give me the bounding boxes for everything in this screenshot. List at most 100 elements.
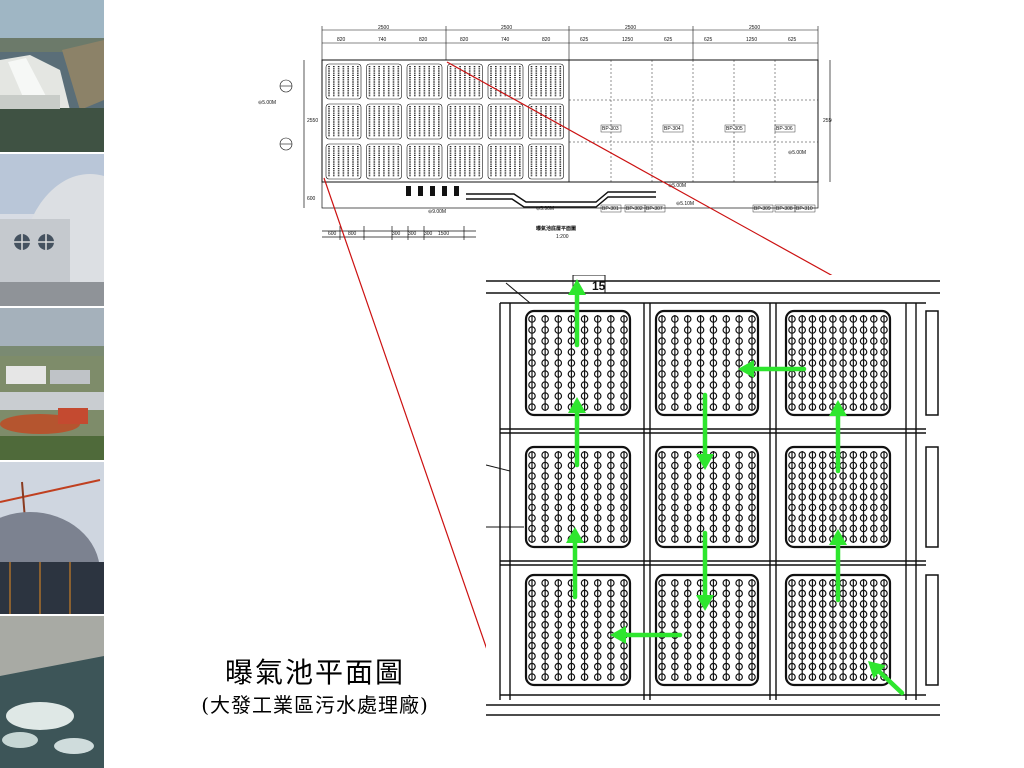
diffuser-head bbox=[808, 641, 817, 650]
diffuser-head bbox=[859, 610, 868, 619]
diffuser-head bbox=[683, 370, 692, 378]
diffuser-head bbox=[735, 503, 743, 512]
diffuser-head bbox=[709, 482, 718, 491]
diffuser-head bbox=[620, 451, 628, 459]
pump-symbol bbox=[430, 186, 435, 196]
diffuser-head bbox=[541, 589, 549, 598]
diffuser-head bbox=[869, 348, 878, 356]
diffuser-head bbox=[683, 514, 692, 522]
diffuser-head bbox=[808, 503, 817, 512]
diffuser-head bbox=[671, 392, 679, 400]
diffuser-head bbox=[593, 503, 602, 512]
diffuser-head bbox=[735, 631, 743, 640]
diffuser-head bbox=[593, 315, 602, 323]
diffuser-head bbox=[709, 631, 718, 640]
diffuser-head bbox=[880, 381, 888, 389]
diffuser-head bbox=[869, 403, 878, 411]
diffuser-head bbox=[709, 662, 718, 671]
diffuser-head bbox=[880, 600, 888, 608]
diffuser-head bbox=[709, 579, 718, 587]
diffuser-head bbox=[829, 631, 837, 640]
diffuser-head bbox=[709, 589, 718, 598]
diffuser-head bbox=[658, 461, 666, 470]
diffuser-head bbox=[839, 662, 847, 671]
diffuser-head bbox=[788, 337, 796, 345]
diffuser-grid bbox=[366, 103, 402, 140]
diffuser-head bbox=[567, 315, 576, 323]
diffuser-head bbox=[859, 579, 868, 587]
diffuser-head bbox=[869, 359, 878, 367]
diffuser-head bbox=[849, 652, 858, 660]
diffuser-head bbox=[541, 451, 549, 459]
diffuser-head bbox=[849, 370, 858, 378]
bottom-dimension-label: 800 bbox=[348, 231, 357, 237]
diffuser-head bbox=[869, 392, 878, 400]
diffuser-head bbox=[839, 631, 847, 640]
diffuser-head bbox=[683, 381, 692, 389]
diffuser-head bbox=[880, 620, 888, 629]
diffuser-head bbox=[818, 461, 827, 470]
diffuser-head bbox=[808, 579, 817, 587]
diffuser-head bbox=[554, 403, 563, 411]
diffuser-head bbox=[709, 392, 718, 400]
blower-pipe-label: BP-306 bbox=[776, 126, 793, 132]
diffuser-head bbox=[735, 673, 743, 681]
diffuser-head bbox=[849, 493, 858, 501]
diffuser-head bbox=[869, 493, 878, 501]
diffuser-head bbox=[671, 493, 679, 501]
diffuser-head bbox=[671, 326, 679, 334]
diffuser-head bbox=[683, 610, 692, 619]
diffuser-head bbox=[709, 493, 718, 501]
elevation-label: ⊖9.00M bbox=[428, 209, 446, 215]
diffuser-head bbox=[528, 461, 536, 470]
diffuser-head bbox=[880, 631, 888, 640]
diffuser-head bbox=[818, 600, 827, 608]
diffuser-head bbox=[567, 652, 576, 660]
diffuser-head bbox=[722, 620, 731, 629]
diffuser-head bbox=[859, 662, 868, 671]
diffuser-head bbox=[859, 524, 868, 533]
diffuser-head bbox=[607, 472, 615, 480]
diffuser-head bbox=[541, 315, 549, 323]
diffuser-head bbox=[849, 579, 858, 587]
diffuser-head bbox=[722, 652, 731, 660]
diffuser-head bbox=[541, 493, 549, 501]
diffuser-head bbox=[748, 662, 756, 671]
diffuser-head bbox=[593, 579, 602, 587]
blower-pipe-label: BP-302 bbox=[626, 206, 643, 212]
diffuser-head bbox=[798, 673, 807, 681]
diffuser-head bbox=[808, 461, 817, 470]
diffuser-head bbox=[748, 579, 756, 587]
diffuser-head bbox=[658, 451, 666, 459]
diffuser-head bbox=[808, 451, 817, 459]
diffuser-head bbox=[818, 482, 827, 491]
diffuser-head bbox=[849, 673, 858, 681]
diffuser-head bbox=[696, 631, 705, 640]
diffuser-head bbox=[528, 482, 536, 491]
diffuser-head bbox=[829, 662, 837, 671]
diffuser-head bbox=[735, 641, 743, 650]
diffuser-head bbox=[818, 348, 827, 356]
caption-title: 曝氣池平面圖 bbox=[224, 656, 405, 689]
diffuser-head bbox=[580, 370, 589, 378]
diffuser-head bbox=[709, 652, 718, 660]
diffuser-head bbox=[683, 600, 692, 608]
blower-pipe-label: BP-305 bbox=[726, 126, 743, 132]
diffuser-head bbox=[709, 524, 718, 533]
diffuser-head bbox=[696, 503, 705, 512]
diffuser-head bbox=[808, 535, 817, 543]
diffuser-head bbox=[735, 359, 743, 367]
diffuser-head bbox=[880, 610, 888, 619]
diffuser-head bbox=[696, 610, 705, 619]
diffuser-head bbox=[735, 370, 743, 378]
diffuser-head bbox=[798, 493, 807, 501]
diffuser-head bbox=[869, 600, 878, 608]
diffuser-head bbox=[554, 673, 563, 681]
diffuser-head bbox=[683, 652, 692, 660]
diffuser-head bbox=[735, 482, 743, 491]
diffuser-head bbox=[735, 579, 743, 587]
diffuser-head bbox=[880, 652, 888, 660]
diffuser-head bbox=[748, 652, 756, 660]
diffuser-head bbox=[607, 315, 615, 323]
diffuser-grid-partial bbox=[925, 310, 939, 416]
